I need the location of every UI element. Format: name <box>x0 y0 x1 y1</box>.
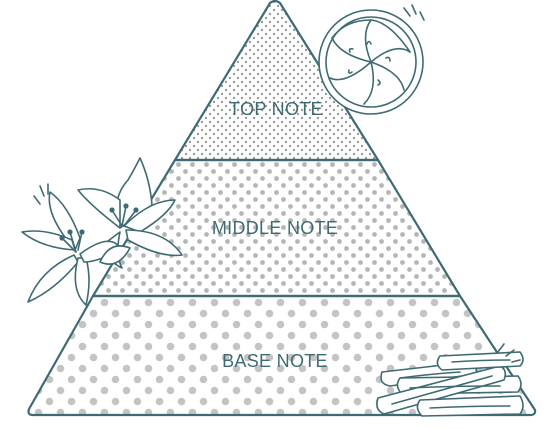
lily-anthers <box>59 203 139 241</box>
lily-petal <box>77 187 121 229</box>
lily-flower-icon <box>21 157 183 306</box>
lily-petal <box>125 229 183 257</box>
wood-sparkle <box>497 343 521 363</box>
orange-sparkle <box>403 4 425 21</box>
orange-seeds <box>348 40 391 86</box>
lily-bud <box>99 245 131 265</box>
lily-petal <box>27 254 79 303</box>
orange-slice-icon <box>318 4 425 115</box>
tier-top <box>173 0 380 162</box>
lily-petal <box>74 257 90 306</box>
lily-stamens <box>61 205 137 253</box>
tier-label-top: TOP NOTE <box>229 99 323 119</box>
wood-grain <box>391 359 511 409</box>
lily-petal <box>123 199 176 233</box>
lily-petal <box>48 191 81 251</box>
tier-label-middle: MIDDLE NOTE <box>212 218 338 238</box>
wood-sticks-icon <box>376 343 524 417</box>
lily-sparkle <box>33 183 49 205</box>
orange-segments <box>329 19 411 105</box>
tier-label-base: BASE NOTE <box>222 351 328 371</box>
